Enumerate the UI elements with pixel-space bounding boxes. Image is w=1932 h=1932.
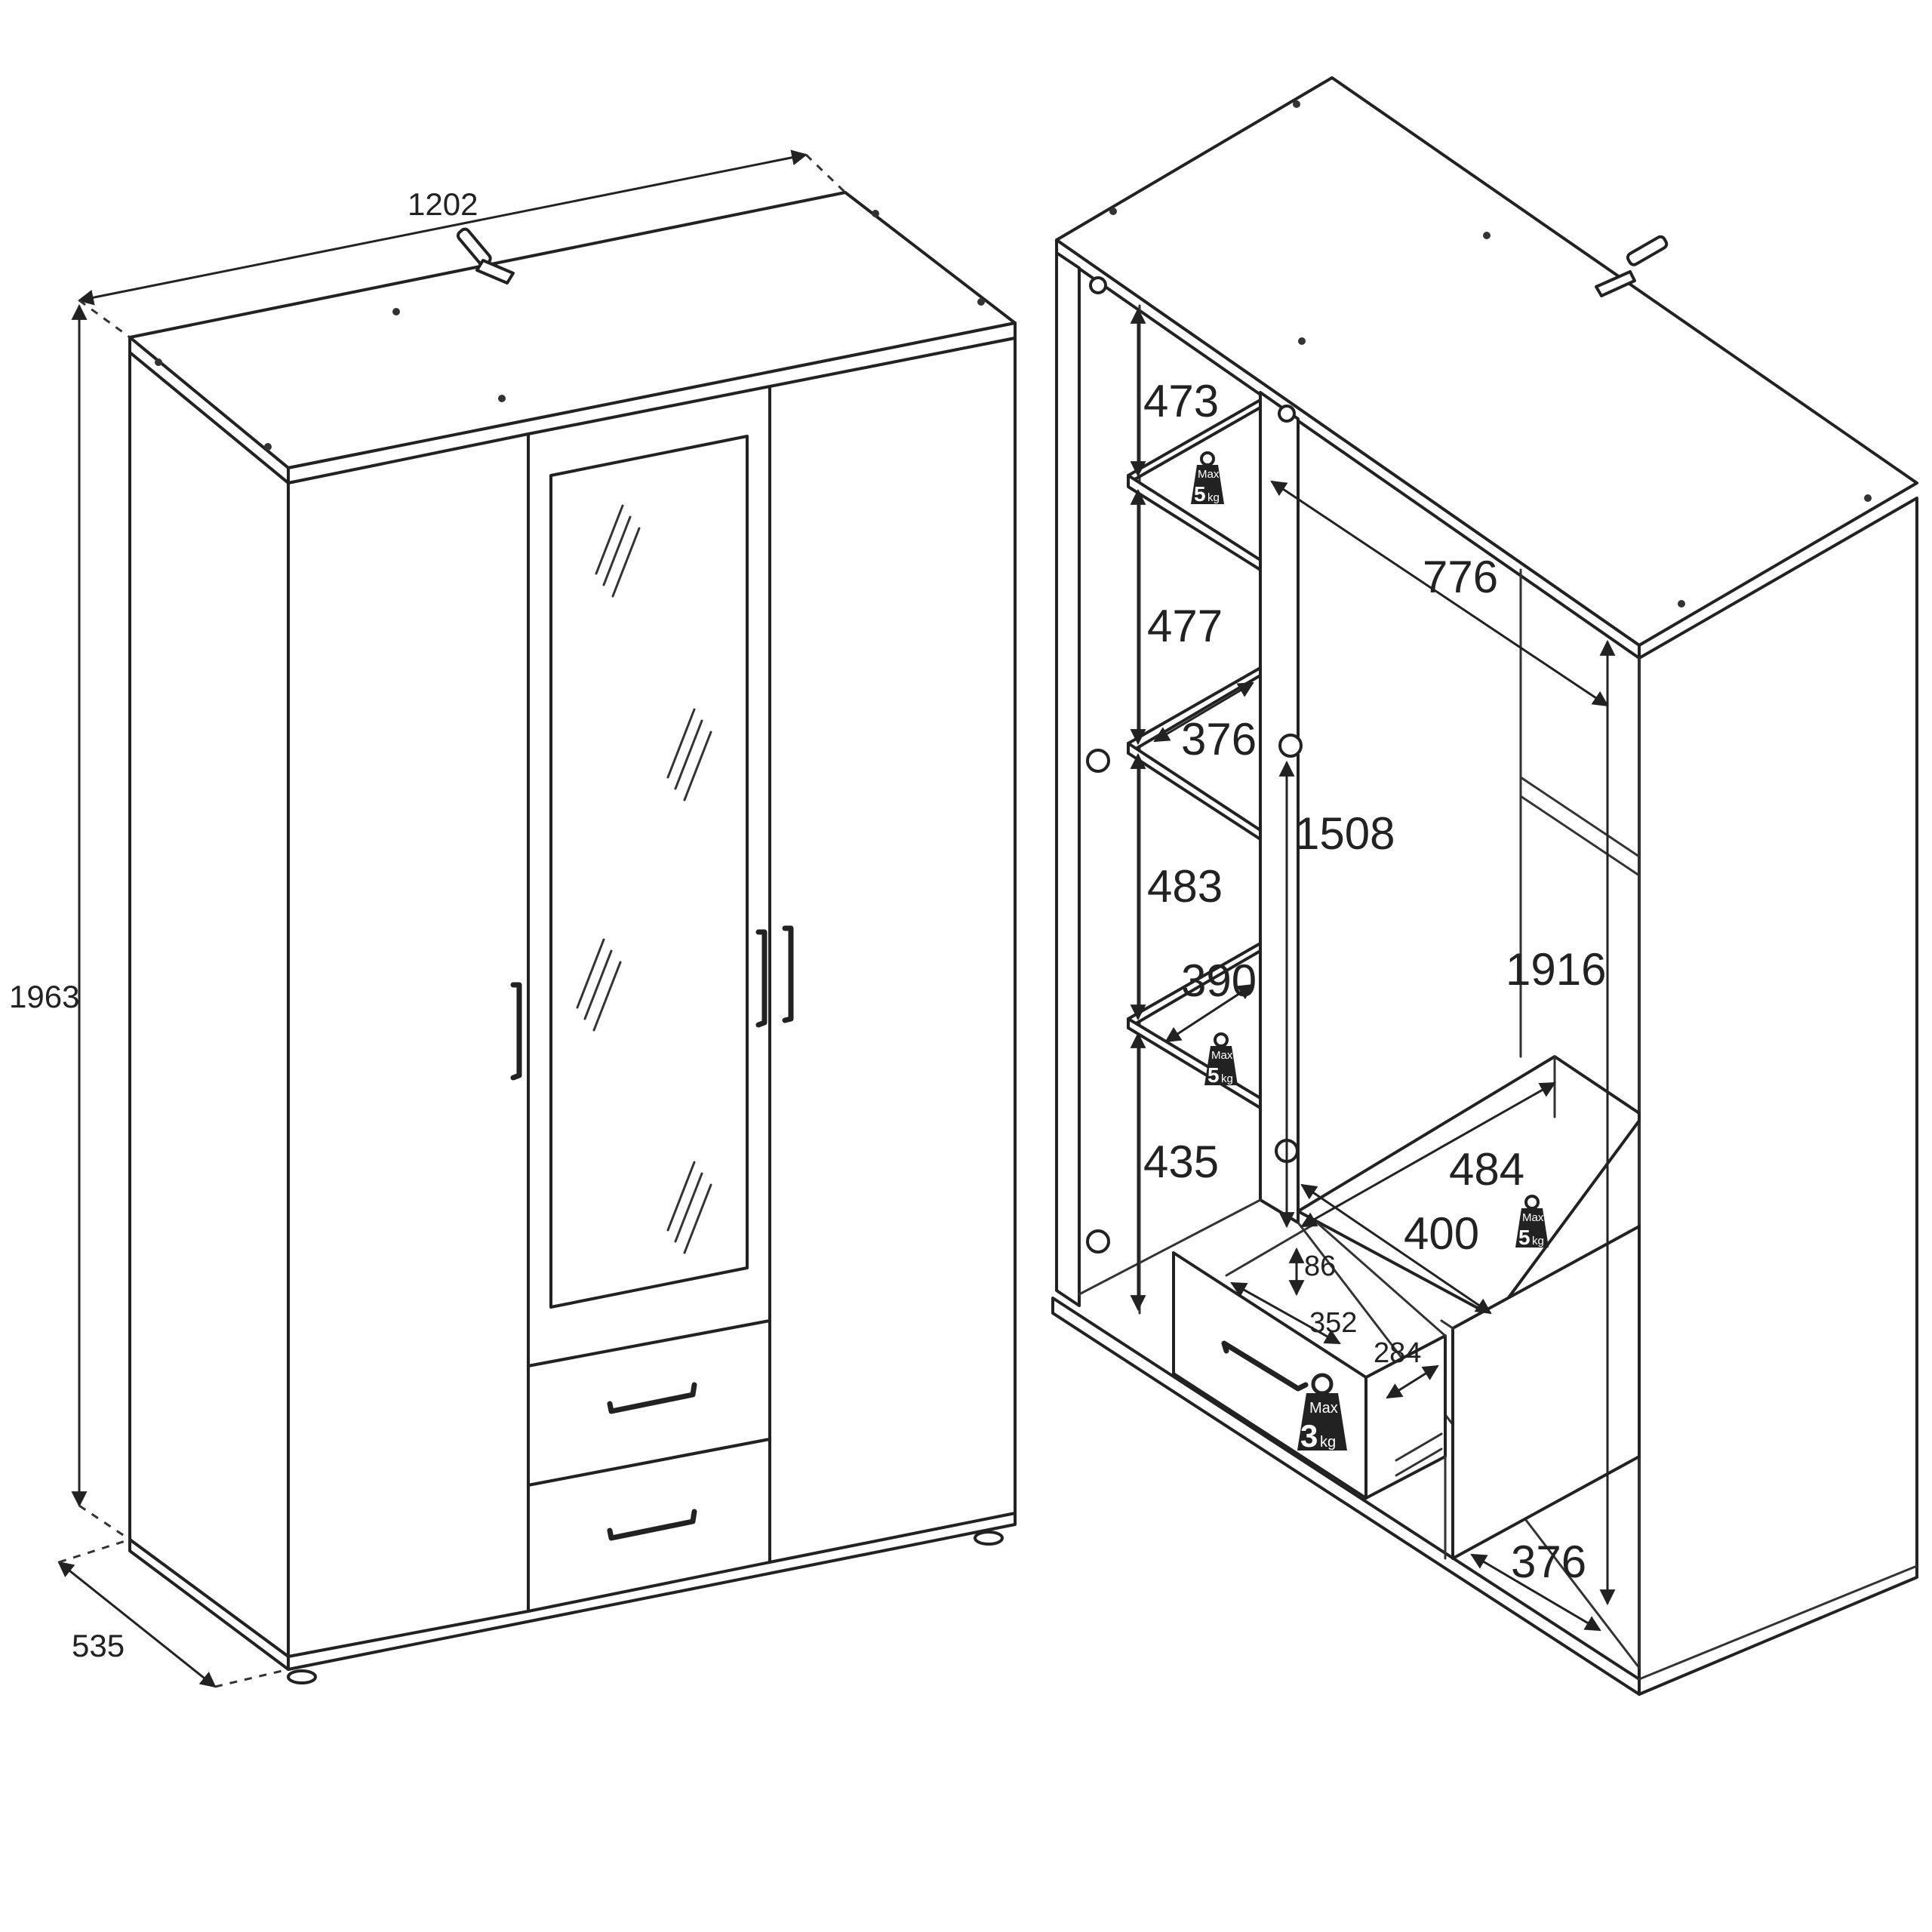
lower-cabinet-front (1451, 1225, 1641, 1560)
drawer-runner (1395, 1447, 1443, 1477)
closed-wardrobe: 1202 1963 535 (9, 149, 1017, 1688)
interior-height-label: 1916 (1506, 944, 1606, 995)
base-right-line (1638, 1564, 1918, 1681)
center-divider (1259, 391, 1300, 1224)
shelf-spacing-2-label: 477 (1147, 601, 1223, 651)
drawer-runner (1395, 1432, 1443, 1462)
front-side-panel (128, 351, 290, 1658)
top-hole (498, 395, 506, 402)
shelf-spacing-4-label: 435 (1143, 1137, 1219, 1187)
weight-max-text: Max (1211, 1049, 1233, 1062)
drawer-depth-label: 284 (1374, 1337, 1421, 1369)
door-handles (510, 925, 794, 1541)
hanging-width-label: 776 (1423, 552, 1498, 602)
rail-line (1519, 795, 1641, 877)
base-back-line (1078, 1198, 1262, 1296)
open-wardrobe: 473 477 376 483 390 435 776 1508 1916 48… (1051, 76, 1918, 1696)
cabinet-edge (1440, 1319, 1454, 1330)
height-label: 1963 (9, 979, 79, 1014)
top-hole (155, 358, 162, 366)
top-hole (872, 210, 879, 217)
interior-dimension-lines (1130, 307, 1616, 1632)
weight-value-text: 3 (1300, 1418, 1318, 1454)
weight-unit-text: kg (1221, 1072, 1233, 1085)
drawer-height-label: 86 (1304, 1251, 1336, 1282)
depth-extension (58, 1538, 131, 1564)
weight-icon: Max 5 kg (1204, 1032, 1238, 1087)
height-extension (78, 1504, 131, 1541)
hanging-height-label: 1508 (1294, 808, 1395, 859)
top-hole (392, 308, 400, 315)
foot (974, 1531, 1004, 1546)
weight-unit-text: kg (1208, 491, 1220, 504)
weight-value-text: 5 (1194, 482, 1206, 506)
base-depth-label: 376 (1511, 1537, 1586, 1587)
top-hole (1293, 100, 1300, 108)
bottom-width-label: 400 (1404, 1208, 1479, 1259)
weight-unit-text: kg (1532, 1235, 1544, 1247)
mirror-reflection-lines (576, 504, 712, 1254)
left-door (287, 432, 530, 1658)
depth-extension (214, 1668, 289, 1688)
weight-icon: Max 5 kg (1191, 451, 1224, 506)
mirror (549, 435, 749, 1309)
width-extension (804, 153, 847, 194)
width-dimension-line (77, 149, 808, 306)
weight-icon: Max 3 kg (1297, 1373, 1347, 1454)
top-hole (977, 298, 985, 306)
weight-max-text: Max (1309, 1400, 1338, 1417)
weight-value-text: 5 (1208, 1063, 1220, 1087)
weight-max-text: Max (1522, 1211, 1544, 1224)
interior-left-side (1055, 251, 1081, 1307)
shelf-spacing-3-label: 483 (1147, 861, 1223, 912)
top-hole (1678, 600, 1685, 608)
wall-anchor-icon (1595, 235, 1669, 297)
weight-max-text: Max (1198, 468, 1220, 481)
drawer-front-panel (1172, 1251, 1367, 1500)
top-hole (264, 443, 272, 451)
width-extension (78, 299, 131, 339)
top-hole (1109, 208, 1117, 215)
shelf-spacing-1-label: 473 (1143, 376, 1219, 426)
weight-value-text: 5 (1518, 1226, 1531, 1249)
top-hole (1483, 232, 1491, 239)
depth-dimension-line (57, 1561, 217, 1688)
front-drawer-lower (527, 1438, 771, 1613)
top-hole (1298, 337, 1306, 345)
rail-line (1519, 776, 1641, 858)
top-hole (1864, 494, 1872, 502)
weight-icon: Max 5 kg (1515, 1195, 1549, 1249)
shelf-depth-lower-label: 390 (1181, 955, 1257, 1006)
foot (287, 1669, 317, 1684)
depth-label: 535 (72, 1628, 125, 1663)
weight-unit-text: kg (1320, 1434, 1336, 1451)
width-label: 1202 (408, 186, 478, 222)
interior-right-side (1638, 497, 1918, 1696)
drawer-width-label: 352 (1309, 1307, 1357, 1339)
drawer-handle (1221, 1340, 1309, 1392)
shelf-depth-upper-label: 376 (1181, 714, 1257, 764)
bottom-depth-label: 484 (1449, 1144, 1524, 1195)
right-door (768, 337, 1017, 1564)
